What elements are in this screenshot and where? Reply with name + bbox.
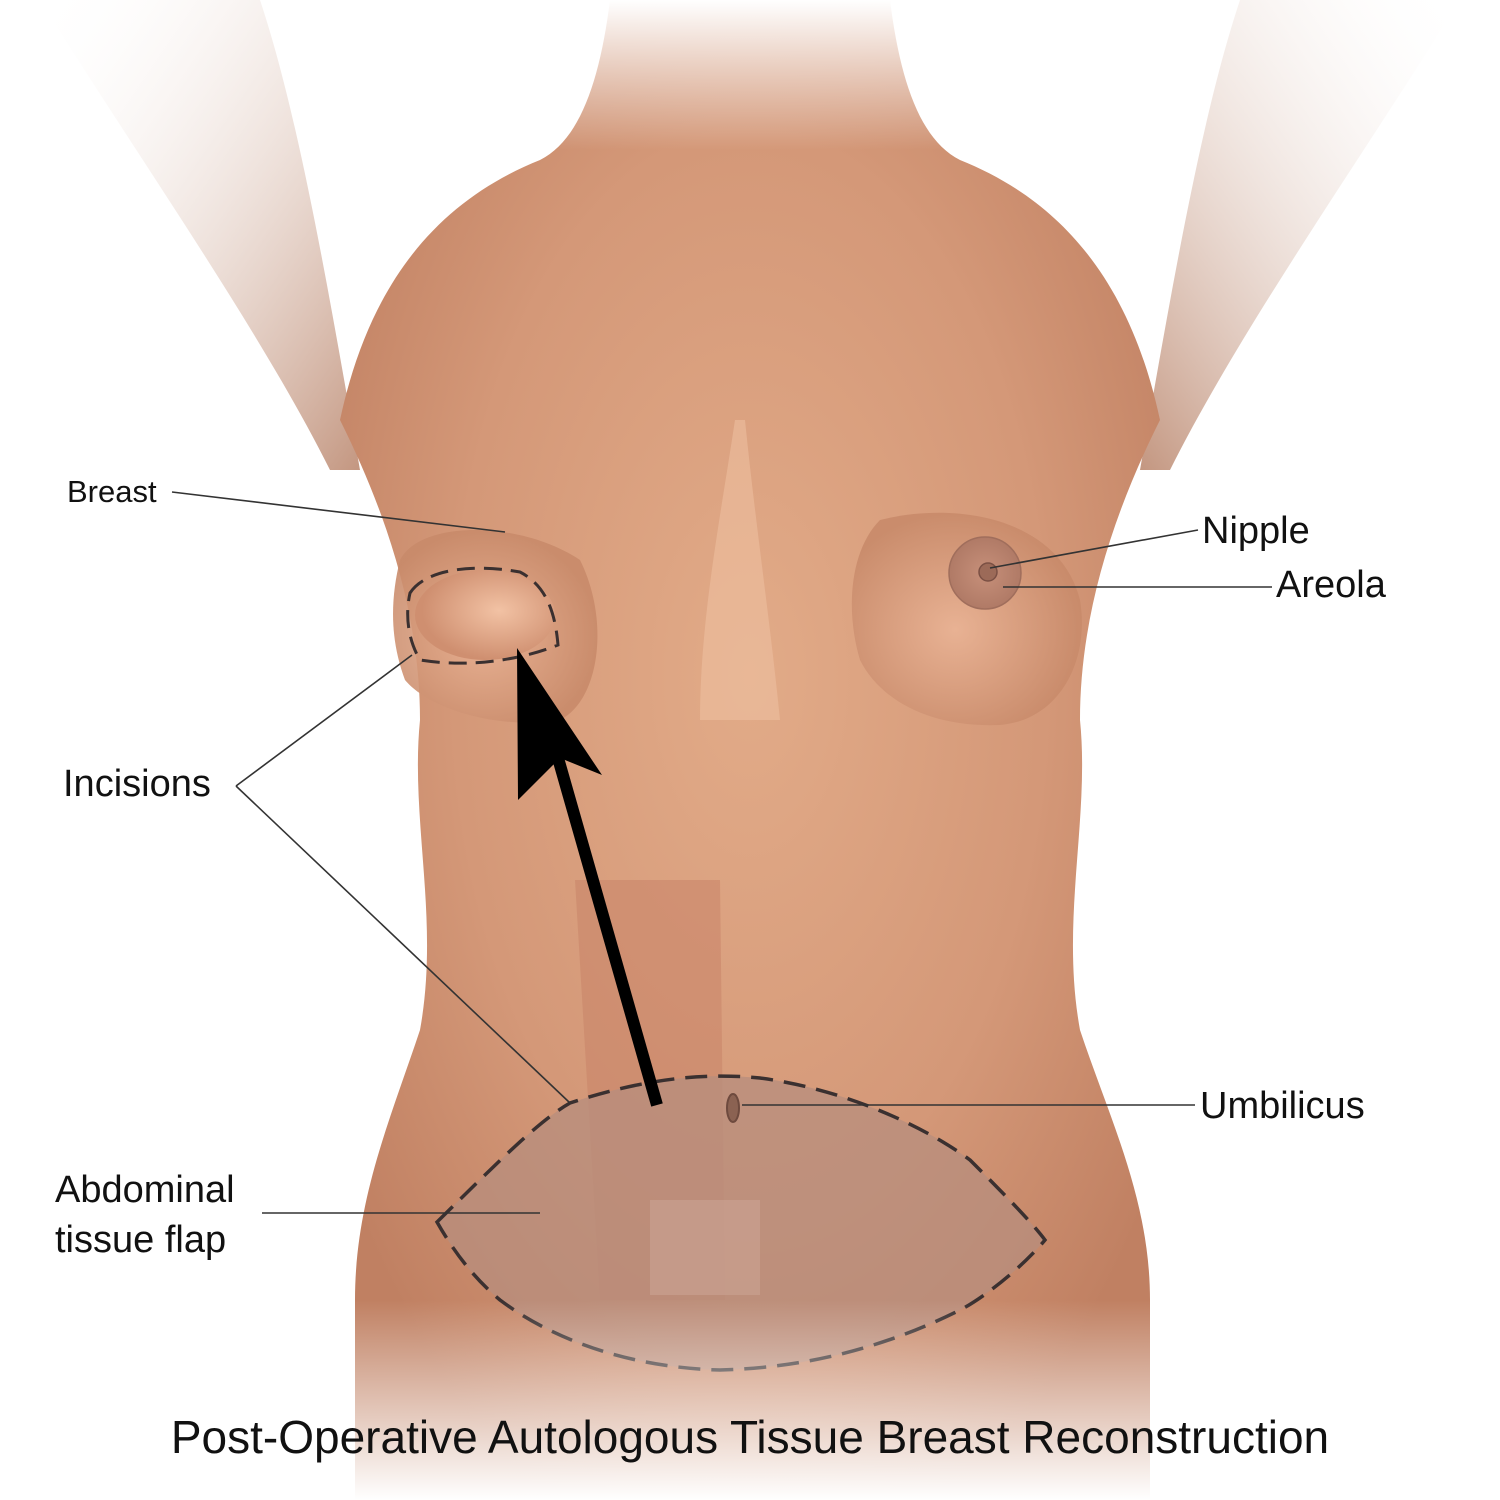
nipple	[978, 562, 998, 582]
incisions-leader-upper	[235, 654, 413, 787]
flap-label-line1: Abdominal	[55, 1169, 235, 1211]
nipple-leader	[989, 529, 1199, 569]
umbilicus-mark	[726, 1093, 740, 1123]
flap-transfer-arrow-head	[517, 648, 602, 800]
breast-label: Breast	[67, 474, 157, 509]
flap-patch	[650, 1200, 760, 1295]
right-arm	[1140, 0, 1460, 470]
incisions-leader-lower	[235, 785, 571, 1104]
leader-lines	[171, 491, 1272, 1214]
sternum-highlight	[700, 420, 780, 720]
bottom-fade	[0, 1300, 1500, 1500]
flap-transfer-arrow-shaft	[544, 728, 663, 1107]
areola-label: Areola	[1276, 564, 1386, 606]
umbilicus-label: Umbilicus	[1200, 1085, 1365, 1127]
neck-fade	[560, 0, 940, 150]
reconstructed-breast	[415, 570, 555, 660]
breast-incision	[406, 566, 560, 665]
flap-label-line2: tissue flap	[55, 1219, 227, 1261]
breast-leader	[171, 491, 506, 533]
figure-caption: Post-Operative Autologous Tissue Breast …	[170, 1411, 1330, 1463]
left-arm	[40, 0, 360, 470]
incisions-label: Incisions	[63, 763, 211, 805]
nipple-label: Nipple	[1202, 510, 1310, 552]
right-breast	[851, 512, 1082, 726]
